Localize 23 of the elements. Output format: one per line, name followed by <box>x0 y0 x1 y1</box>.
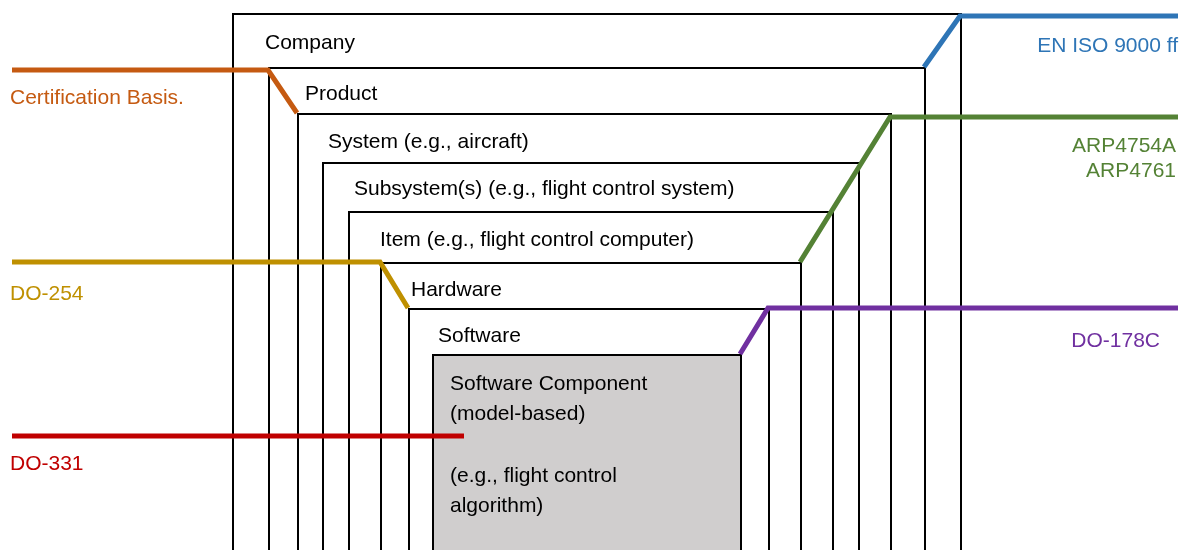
standard-name: DO-331 <box>10 450 84 475</box>
level-title: Hardware <box>411 276 503 301</box>
leader-line <box>12 259 411 310</box>
leader-line <box>797 114 1178 264</box>
leader-line <box>921 13 1178 69</box>
leader-line <box>12 433 464 439</box>
level-title: Software <box>438 322 521 347</box>
level-title: System (e.g., aircraft) <box>328 128 529 153</box>
level-title: Subsystem(s) (e.g., flight control system) <box>354 175 735 200</box>
level-title: Item (e.g., flight control computer) <box>380 226 694 251</box>
standard-name: ARP4761 <box>1085 157 1176 182</box>
standard-name: Certification Basis. <box>10 84 184 109</box>
level-title: Product <box>305 80 378 105</box>
standard-name: DO-178C <box>1071 327 1160 352</box>
level-title: Company <box>265 29 355 54</box>
level-box <box>232 13 962 550</box>
leader-line <box>12 67 300 115</box>
level-example: (e.g., flight control algorithm) <box>450 462 618 518</box>
standard-name: EN ISO 9000 ff <box>1037 32 1178 57</box>
standard-name: ARP4754A <box>1072 132 1176 157</box>
leader-line <box>737 305 1178 356</box>
level-title: Software Component (model-based) <box>450 370 649 426</box>
standard-name: DO-254 <box>10 280 84 305</box>
